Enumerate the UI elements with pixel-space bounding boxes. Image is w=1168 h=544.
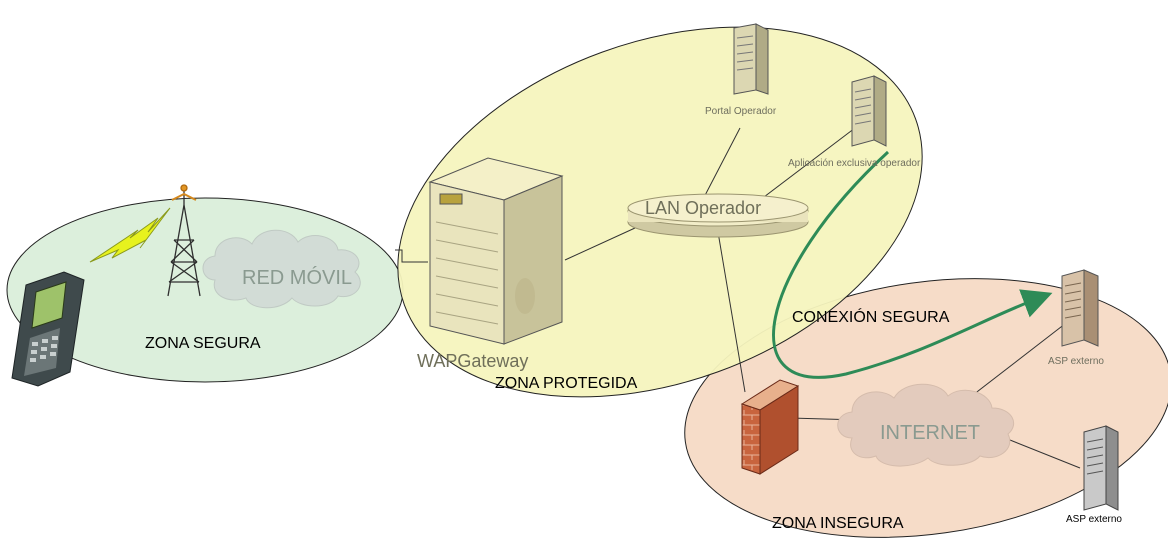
mobile-phone-icon bbox=[11, 271, 85, 387]
lan-operador-label: LAN Operador bbox=[645, 198, 761, 218]
portal-operador-label: Portal Operador bbox=[705, 106, 777, 117]
internet-cloud: INTERNET bbox=[837, 383, 1014, 467]
wap-gateway-label: WAPGateway bbox=[417, 351, 528, 371]
red-movil-label: RED MÓVIL bbox=[242, 266, 352, 289]
zona-insegura-label: ZONA INSEGURA bbox=[772, 515, 904, 532]
conexion-segura-label: CONEXIÓN SEGURA bbox=[792, 307, 950, 326]
conexion-segura-arrow bbox=[772, 150, 1053, 379]
zona-segura-label: ZONA SEGURA bbox=[145, 335, 261, 352]
asp-externo-1-label: ASP externo bbox=[1048, 356, 1104, 367]
asp-externo-2-server-icon bbox=[1083, 425, 1119, 511]
asp-externo-1-server-icon bbox=[1061, 269, 1099, 347]
firewall-icon bbox=[740, 379, 800, 475]
aplicacion-exclusiva-server-icon bbox=[851, 75, 887, 147]
zona-protegida-label: ZONA PROTEGIDA bbox=[495, 375, 638, 392]
antenna-tower-icon bbox=[167, 184, 201, 297]
wap-gateway-server-icon bbox=[428, 157, 564, 345]
lightning-bolt-icon bbox=[89, 207, 171, 263]
aplicacion-exclusiva-label: Aplicación exclusiva operador bbox=[788, 158, 921, 169]
asp-externo-2-label: ASP externo bbox=[1066, 514, 1122, 525]
portal-operador-server-icon bbox=[733, 23, 769, 95]
lan-operador-node: LAN Operador bbox=[627, 193, 809, 238]
red-movil-cloud: RED MÓVIL bbox=[202, 229, 361, 309]
internet-label: INTERNET bbox=[880, 422, 980, 444]
